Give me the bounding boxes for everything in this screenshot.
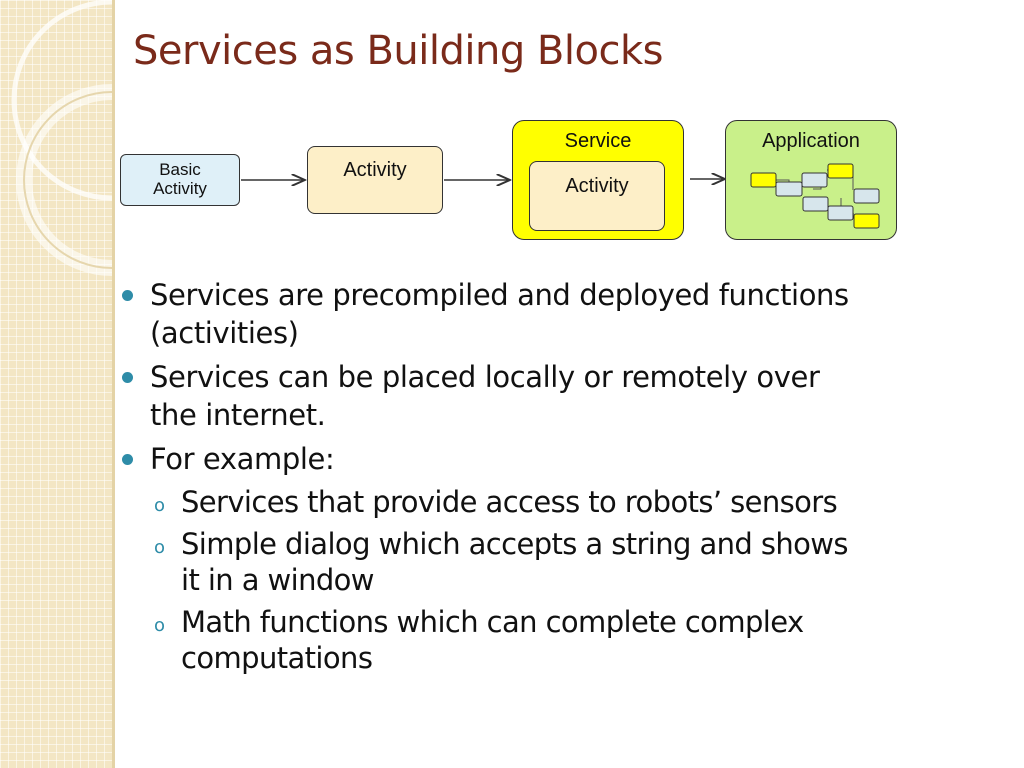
- sub-bullet-item: Services that provide access to robots’ …: [120, 484, 1000, 524]
- bullet-item: Services can be placed locally or remote…: [120, 358, 1000, 434]
- application-label: Application: [762, 130, 860, 152]
- sub-bullet-text: Simple dialog which accepts a string and…: [181, 527, 849, 561]
- service-inner-activity-label: Activity: [565, 175, 629, 197]
- application-flow-icon: [750, 163, 879, 228]
- bullet-text: (activities): [150, 316, 299, 350]
- sub-bullet-text: Math functions which can complete comple…: [181, 605, 804, 639]
- bullet-item: For example:: [120, 440, 1000, 478]
- sub-bullet-text: it in a window: [181, 563, 375, 597]
- decorative-circles: [11, 0, 112, 276]
- application-box: Application: [725, 120, 897, 240]
- sidebar-divider: [112, 0, 115, 768]
- bullet-text: For example:: [150, 442, 335, 476]
- basic-activity-label-line1: Basic: [159, 160, 201, 179]
- sub-bullet-text: computations: [181, 641, 373, 675]
- service-inner-activity-box: Activity: [529, 161, 665, 231]
- bullet-item: Services are precompiled and deployed fu…: [120, 276, 1000, 352]
- slide-title: Services as Building Blocks: [133, 28, 663, 74]
- sub-bullet-item: Math functions which can complete comple…: [120, 604, 1000, 676]
- bullet-list: Services are precompiled and deployed fu…: [120, 276, 1000, 682]
- basic-activity-label-line2: Activity: [153, 179, 207, 198]
- service-box: Service Activity: [512, 120, 684, 240]
- decorative-sidebar: [0, 0, 112, 768]
- diagram-arrows: [241, 0, 1024, 260]
- basic-activity-box: Basic Activity: [120, 154, 240, 206]
- sub-bullet-item: Simple dialog which accepts a string and…: [120, 526, 1000, 598]
- bullet-text: Services can be placed locally or remote…: [150, 360, 820, 394]
- bullet-text: the internet.: [150, 398, 326, 432]
- service-label: Service: [564, 130, 632, 152]
- bullet-text: Services are precompiled and deployed fu…: [150, 278, 849, 312]
- sub-bullet-text: Services that provide access to robots’ …: [181, 485, 838, 519]
- activity-box: Activity: [307, 146, 443, 214]
- activity-label: Activity: [343, 159, 407, 181]
